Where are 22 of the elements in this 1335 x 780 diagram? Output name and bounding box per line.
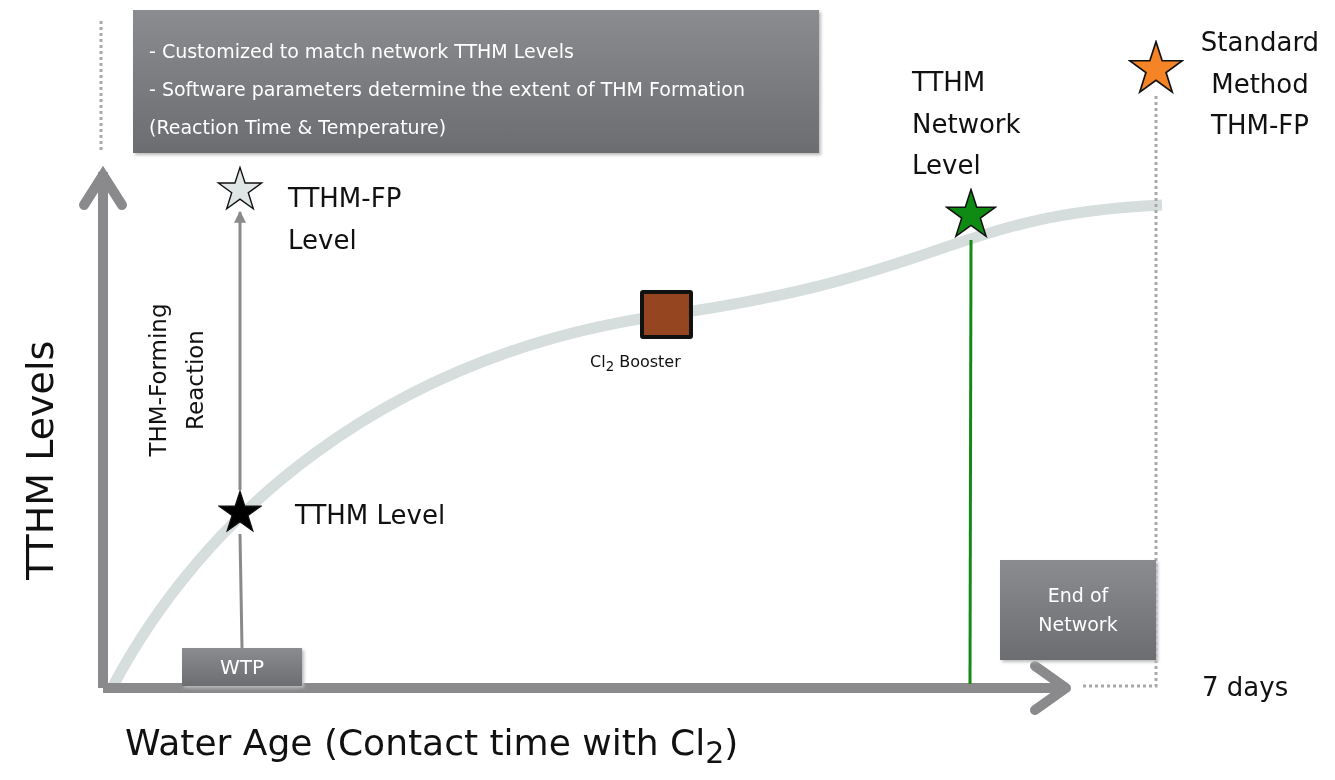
marker-label: TTHM Level [295, 499, 447, 532]
marker-label: TTHM-FP Level [288, 182, 403, 257]
y-axis-title: TTHM Levels [18, 340, 62, 580]
label-box: WTP [182, 648, 302, 686]
axis-label: 7 days [1202, 672, 1289, 702]
star-marker [945, 188, 997, 240]
star-marker [216, 166, 264, 212]
x-axis-title: Water Age (Contact time with Cl$_{2}$) [125, 722, 739, 771]
connector-line [968, 240, 973, 684]
star-marker [218, 490, 262, 534]
edge-label: THM-Forming Reaction [144, 302, 209, 459]
connector-line [234, 210, 246, 490]
note-text: - Software parameters determine the extent of THM Formation (Reaction Time & Temperature) [149, 77, 746, 140]
marker-label: Standard Method THM-FP [1199, 26, 1321, 143]
marker-label: TTHM Network Level [912, 66, 1022, 183]
marker-label: Cl$_{2}$ Booster [590, 352, 682, 376]
star-marker [1128, 40, 1184, 96]
note-text: - Customized to match network TTHM Levels [149, 39, 575, 64]
booster-square [640, 290, 693, 339]
label-box: End of Network [1000, 560, 1156, 660]
connector-line [238, 533, 244, 649]
note-panel [133, 10, 819, 153]
